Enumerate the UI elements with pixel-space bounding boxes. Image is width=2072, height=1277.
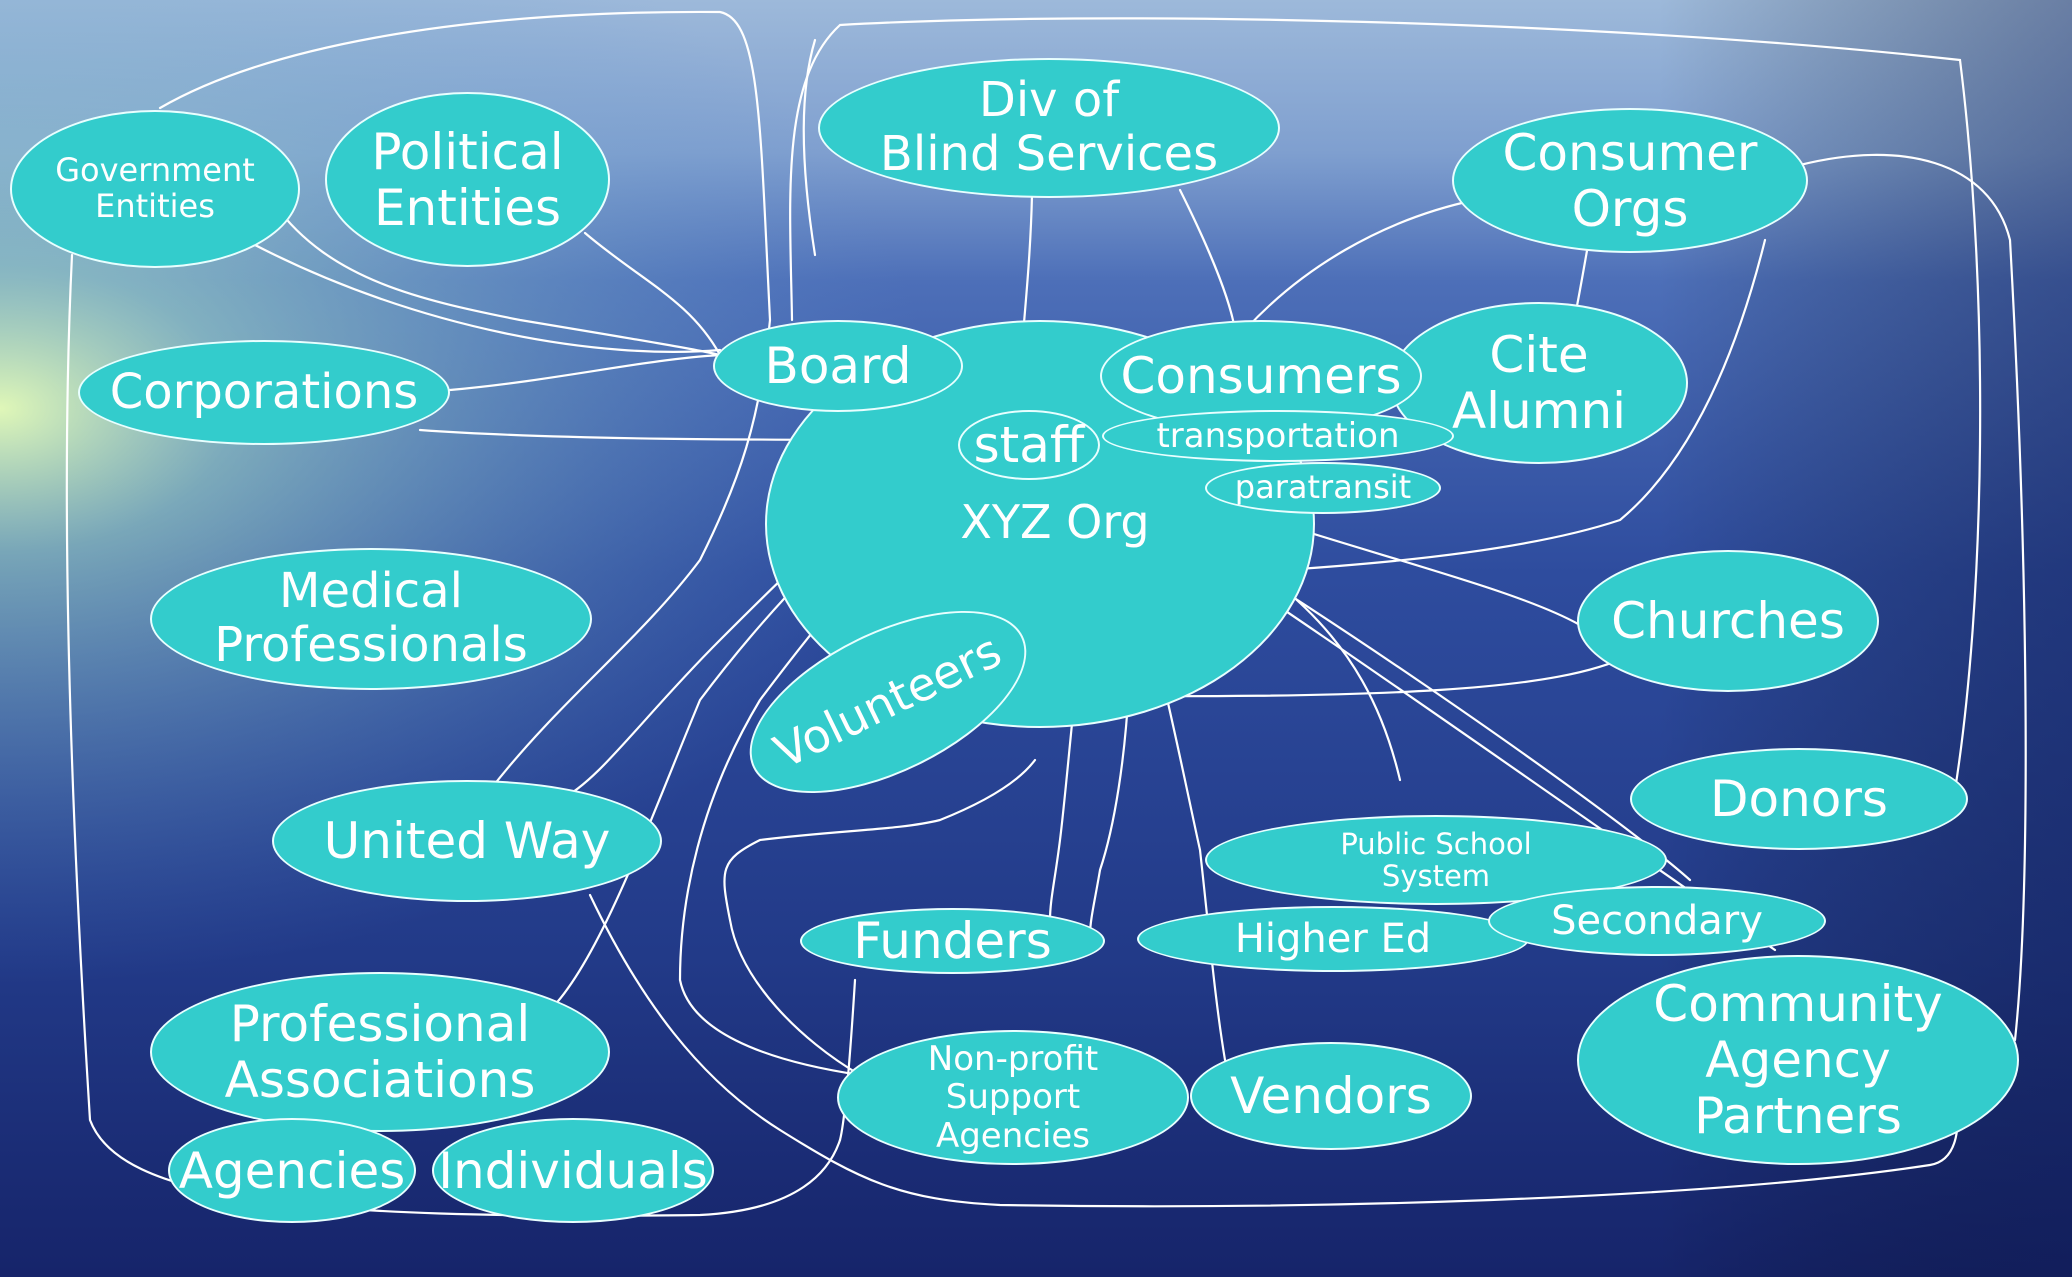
- agencies-label: Agencies: [178, 1141, 406, 1200]
- staff-node[interactable]: staff: [958, 410, 1100, 480]
- xyz-org-label: XYZ Org: [960, 495, 1150, 549]
- individuals-label: Individuals: [438, 1141, 708, 1200]
- community-agency-partners-node[interactable]: Community Agency Partners: [1577, 955, 2019, 1165]
- corporations-node[interactable]: Corporations: [78, 340, 450, 445]
- consumer-orgs-node[interactable]: Consumer Orgs: [1452, 108, 1808, 253]
- board-node[interactable]: Board: [713, 320, 963, 412]
- united-way-node[interactable]: United Way: [272, 780, 662, 902]
- medical-professionals-node[interactable]: Medical Professionals: [150, 548, 592, 690]
- churches-label: Churches: [1611, 592, 1845, 650]
- government-entities-node[interactable]: Government Entities: [10, 110, 300, 268]
- donors-node[interactable]: Donors: [1630, 748, 1968, 850]
- consumers-label: Consumers: [1120, 347, 1402, 405]
- funders-label: Funders: [853, 912, 1052, 970]
- div-blind-services-label: Div of Blind Services: [879, 72, 1219, 182]
- secondary-label: Secondary: [1551, 897, 1763, 944]
- professional-associations-node[interactable]: Professional Associations: [150, 972, 610, 1132]
- nonprofit-support-agencies-node[interactable]: Non-profit Support Agencies: [837, 1030, 1189, 1165]
- div-blind-services-node[interactable]: Div of Blind Services: [818, 58, 1280, 198]
- secondary-node[interactable]: Secondary: [1488, 886, 1826, 956]
- vendors-label: Vendors: [1230, 1067, 1432, 1125]
- community-agency-partners-label: Community Agency Partners: [1653, 975, 1943, 1145]
- political-entities-node[interactable]: Political Entities: [325, 92, 610, 267]
- staff-label: staff: [973, 416, 1085, 474]
- donors-label: Donors: [1710, 770, 1888, 828]
- paratransit-label: paratransit: [1234, 468, 1412, 507]
- agencies-node[interactable]: Agencies: [168, 1118, 416, 1223]
- united-way-label: United Way: [323, 812, 611, 870]
- medical-professionals-label: Medical Professionals: [214, 563, 528, 673]
- consumer-orgs-label: Consumer Orgs: [1502, 123, 1758, 238]
- funders-node[interactable]: Funders: [800, 908, 1105, 974]
- cite-alumni-label: Cite Alumni: [1451, 326, 1627, 440]
- outer-loop-left: [158, 10, 772, 792]
- government-entities-label: Government Entities: [55, 151, 255, 225]
- outer-loop-right-2: [1798, 153, 2027, 1042]
- nonprofit-support-agencies-label: Non-profit Support Agencies: [927, 1039, 1099, 1156]
- vendors-node[interactable]: Vendors: [1190, 1042, 1472, 1150]
- outer-loop-left-bottom: [65, 253, 842, 1217]
- churches-node[interactable]: Churches: [1577, 550, 1879, 692]
- transportation-node[interactable]: transportation: [1102, 410, 1454, 462]
- board-label: Board: [764, 337, 912, 395]
- professional-associations-label: Professional Associations: [224, 995, 536, 1109]
- political-entities-label: Political Entities: [371, 122, 564, 237]
- transportation-label: transportation: [1156, 415, 1400, 456]
- higher-ed-node[interactable]: Higher Ed: [1137, 906, 1529, 972]
- paratransit-node[interactable]: paratransit: [1205, 462, 1441, 514]
- higher-ed-label: Higher Ed: [1234, 915, 1432, 962]
- corporations-label: Corporations: [109, 363, 419, 420]
- individuals-node[interactable]: Individuals: [432, 1118, 714, 1223]
- public-school-system-label: Public School System: [1340, 826, 1532, 893]
